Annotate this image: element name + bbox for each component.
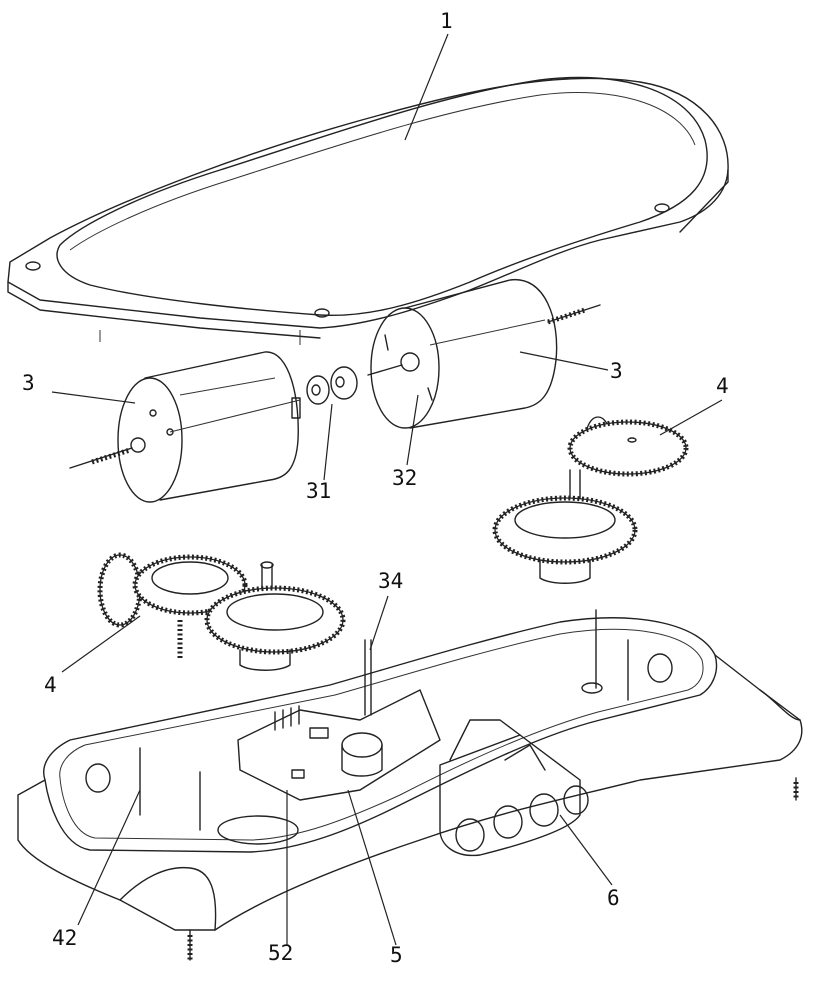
leader-32 [406, 394, 419, 466]
gear-set-right [492, 416, 689, 584]
leader-4-left [61, 615, 141, 673]
leader-5 [347, 789, 397, 946]
leader-4-right [659, 399, 723, 436]
leader-34 [369, 595, 389, 651]
label-3-left: 3 [22, 371, 35, 395]
leader-1 [404, 33, 449, 141]
label-3-right: 3 [610, 359, 623, 383]
coupling-washers [306, 366, 358, 405]
top-cover [7, 76, 729, 345]
label-34: 34 [378, 569, 403, 593]
label-5: 5 [390, 943, 403, 967]
label-1: 1 [440, 9, 453, 33]
label-6: 6 [607, 886, 620, 910]
label-4-right: 4 [716, 374, 729, 398]
worm-gear-left [91, 447, 131, 465]
connector [439, 719, 589, 857]
label-31: 31 [306, 479, 331, 503]
gear-set-left [97, 552, 346, 671]
label-42: 42 [52, 926, 77, 950]
leader-42 [77, 789, 141, 926]
label-4-left: 4 [44, 673, 57, 697]
worm-gear-right [547, 307, 586, 325]
motor-left [69, 351, 301, 503]
motor-right [367, 279, 601, 429]
leader-31 [323, 403, 333, 481]
label-32: 32 [392, 466, 417, 490]
base-housing [17, 609, 803, 961]
circuit-board [237, 689, 441, 801]
leader-3-right [519, 351, 609, 371]
support-pin [364, 639, 372, 716]
leader-6 [559, 814, 613, 886]
leader-3-left [51, 391, 136, 404]
label-52: 52 [268, 941, 293, 965]
